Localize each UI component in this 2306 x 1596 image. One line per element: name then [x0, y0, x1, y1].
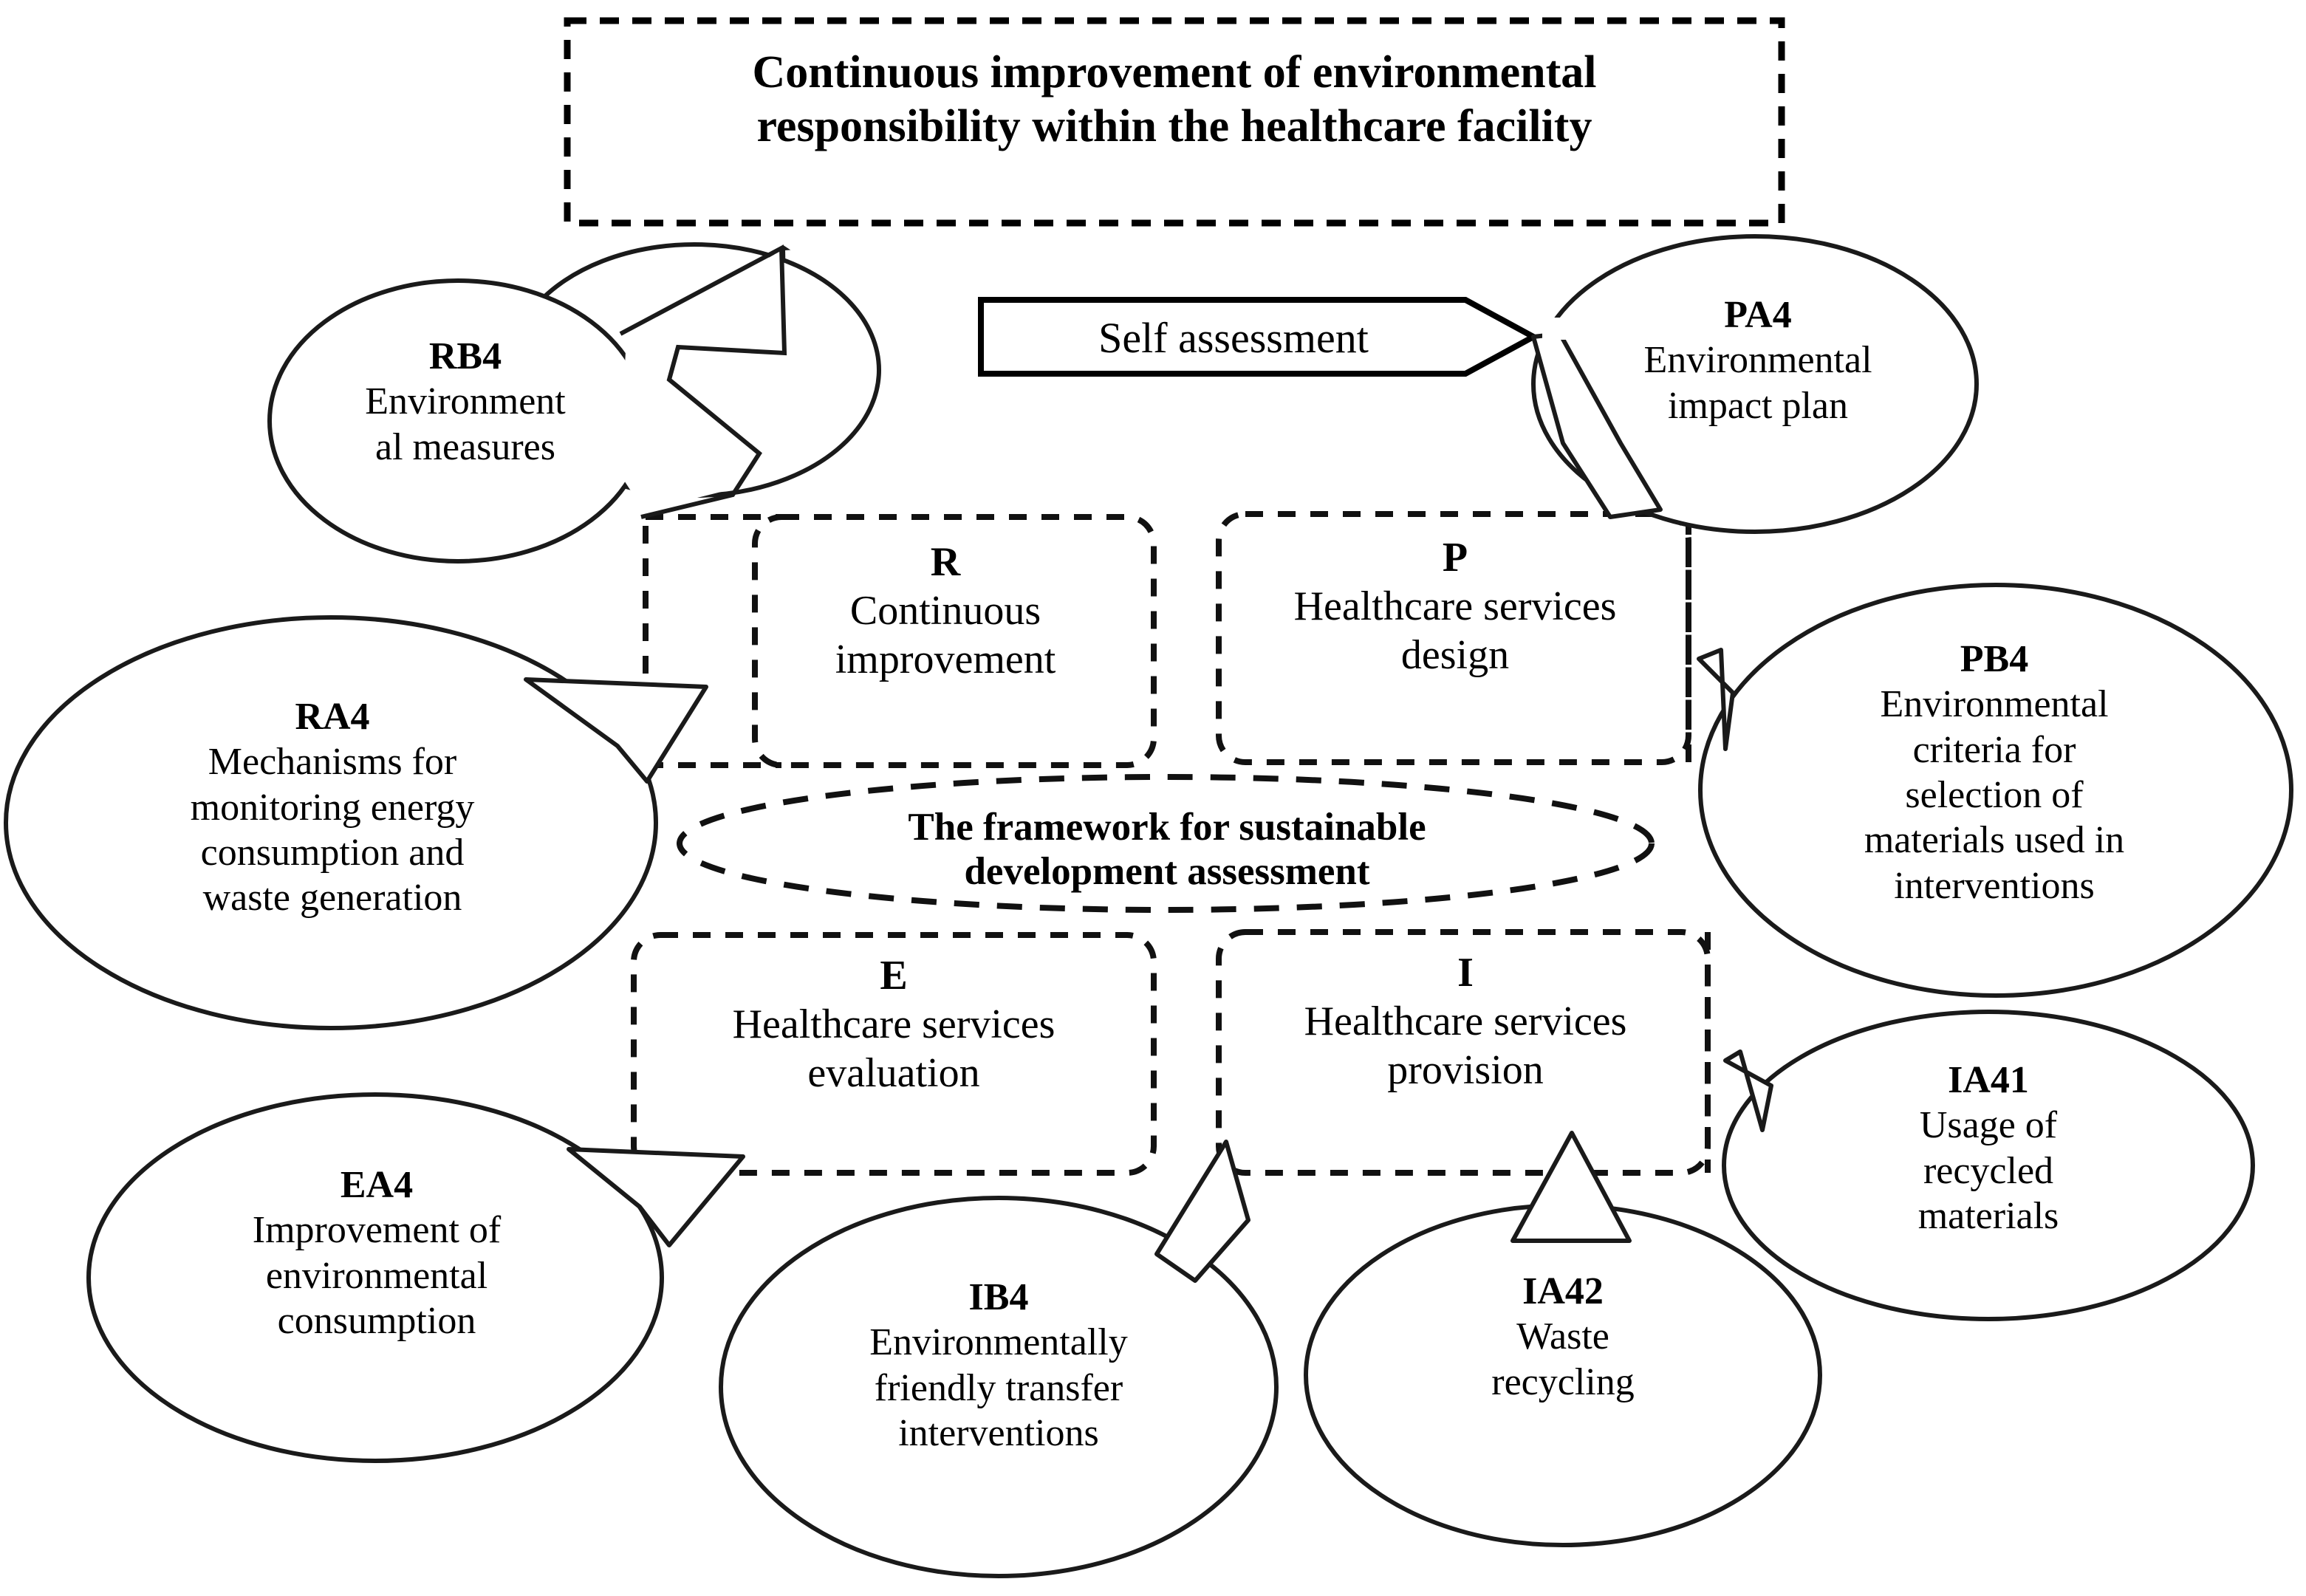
callout-EA4-code: EA4: [340, 1164, 414, 1206]
callout-IA41-line2: recycled: [1923, 1149, 2054, 1192]
joint-mask-pa4: [1542, 318, 1567, 340]
callout-IB4-balloon[interactable]: [719, 1196, 1279, 1578]
callout-RA4-line1: Mechanisms for: [208, 741, 457, 784]
callout-RB4-label: RB4 Environment al measures: [310, 334, 620, 470]
quadrant-box-I[interactable]: [1216, 929, 1711, 1176]
callout-PA4-code: PA4: [1724, 294, 1792, 336]
callout-IB4-tail: [1154, 1140, 1250, 1283]
callout-IA42-line2: recycling: [1491, 1360, 1635, 1403]
framework-line-2: development assessment: [964, 850, 1370, 894]
quadrant-box-E[interactable]: [631, 932, 1157, 1176]
callout-PB4-tail: [1697, 648, 1735, 751]
framework-ellipse[interactable]: [677, 774, 1655, 913]
callout-PA4-balloon[interactable]: [1531, 234, 1979, 534]
callout-RB4-code: RB4: [428, 335, 502, 377]
callout-IA41-label: IA41 Usage of recycled materials: [1811, 1058, 2166, 1239]
callout-RA4-line4: waste generation: [202, 877, 462, 919]
quadrant-box-R[interactable]: [752, 514, 1157, 768]
framework-ellipse-label: The framework for sustainable developmen…: [709, 805, 1625, 894]
quadrant-box-P[interactable]: [1216, 511, 1691, 765]
callout-IB4-label: IB4 Environmentally friendly transfer in…: [792, 1275, 1205, 1456]
title-box-text: Continuous improvement of environmental …: [584, 46, 1765, 154]
callout-IA42-tail: [1510, 1131, 1632, 1243]
quadrant-P-label: P Healthcare services design: [1226, 533, 1684, 679]
quadrant-I-line2: provision: [1387, 1047, 1544, 1094]
callout-PA4-line1: Environmental: [1643, 339, 1872, 382]
title-line-2: responsibility within the healthcare fac…: [756, 101, 1592, 152]
quadrant-R-line2: improvement: [835, 637, 1056, 683]
callout-RB4-tail-outline: [619, 244, 787, 519]
quadrant-R-line1: Continuous: [849, 588, 1041, 634]
callout-PA4-label: PA4 Environmental impact plan: [1581, 292, 1935, 428]
callout-EA4-balloon[interactable]: [86, 1092, 664, 1463]
callout-IA41-balloon[interactable]: [1722, 1010, 2255, 1321]
quadrant-I-line1: Healthcare services: [1304, 999, 1627, 1045]
callout-RA4-balloon[interactable]: [4, 615, 658, 1030]
quadrant-E-code: E: [880, 953, 908, 999]
quadrant-E-line2: evaluation: [807, 1050, 980, 1097]
callout-PB4-line4: materials used in: [1864, 819, 2125, 862]
callout-RA4-tail: [524, 677, 708, 784]
callout-PB4-code: PB4: [1960, 638, 2029, 680]
title-line-1: Continuous improvement of environmental: [752, 47, 1597, 97]
callout-PB4-balloon[interactable]: [1698, 583, 2293, 998]
callout-EA4-label: EA4 Improvement of environmental consump…: [170, 1162, 584, 1343]
callout-EA4-line2: environmental: [265, 1254, 488, 1297]
callout-IB4-line3: interventions: [898, 1412, 1099, 1455]
callout-RA4-code: RA4: [295, 696, 370, 738]
callout-IB4-line1: Environmentally: [869, 1321, 1128, 1364]
quadrant-E-label: E Healthcare services evaluation: [650, 951, 1137, 1097]
framework-line-1: The framework for sustainable: [908, 806, 1426, 849]
callout-IB4-line2: friendly transfer: [874, 1366, 1123, 1409]
quadrant-P-line2: design: [1400, 632, 1510, 679]
callout-EA4-line3: consumption: [277, 1300, 476, 1343]
title-box-outline: [564, 17, 1785, 227]
callout-PB4-line3: selection of: [1905, 774, 2084, 817]
quadrant-P-code: P: [1442, 535, 1468, 580]
callout-RA4-line3: consumption and: [200, 832, 465, 874]
quadrant-I-code: I: [1457, 950, 1474, 996]
quadrant-P-line1: Healthcare services: [1293, 583, 1617, 630]
callout-RB4-line1: Environment: [365, 380, 566, 423]
callout-RA4-line2: monitoring energy: [190, 786, 475, 829]
callout-IA42-label: IA42 Waste recycling: [1378, 1269, 1748, 1405]
callout-PA4-tail: [1531, 332, 1663, 519]
callout-EA4-line1: Improvement of: [252, 1209, 502, 1252]
callout-RA4-label: RA4 Mechanisms for monitoring energy con…: [126, 694, 539, 921]
callout-IA41-tail: [1723, 1049, 1773, 1132]
callout-IA41-code: IA41: [1948, 1059, 2029, 1101]
quadrant-R-code: R: [930, 539, 961, 585]
quadrant-R-label: R Continuous improvement: [687, 538, 1204, 684]
callout-PB4-line5: interventions: [1894, 864, 2095, 907]
callout-IA42-line1: Waste: [1516, 1315, 1609, 1358]
callout-PA4-line2: impact plan: [1667, 384, 1849, 427]
self-assessment-label[interactable]: Self assessment: [990, 313, 1477, 363]
callout-RB4-tail: [619, 250, 783, 511]
self-assessment-shape[interactable]: [978, 297, 1540, 377]
callout-PB4-line1: Environmental: [1880, 683, 2109, 726]
self-assessment-text: Self assessment: [1098, 314, 1369, 362]
callout-IB4-code: IB4: [968, 1276, 1029, 1318]
callout-EA4-tail: [567, 1147, 745, 1247]
callout-PB4-line2: criteria for: [1912, 728, 2076, 771]
callout-PB4-label: PB4 Environmental criteria for selection…: [1795, 637, 2194, 908]
quadrant-I-label: I Healthcare services provision: [1229, 948, 1702, 1095]
callout-IA41-line1: Usage of: [1919, 1104, 2058, 1147]
callout-IA42-code: IA42: [1522, 1270, 1604, 1312]
quadrant-E-line1: Healthcare services: [732, 1001, 1056, 1048]
callout-RB4-line2: al measures: [374, 425, 555, 468]
callout-IA41-line3: materials: [1917, 1195, 2059, 1238]
